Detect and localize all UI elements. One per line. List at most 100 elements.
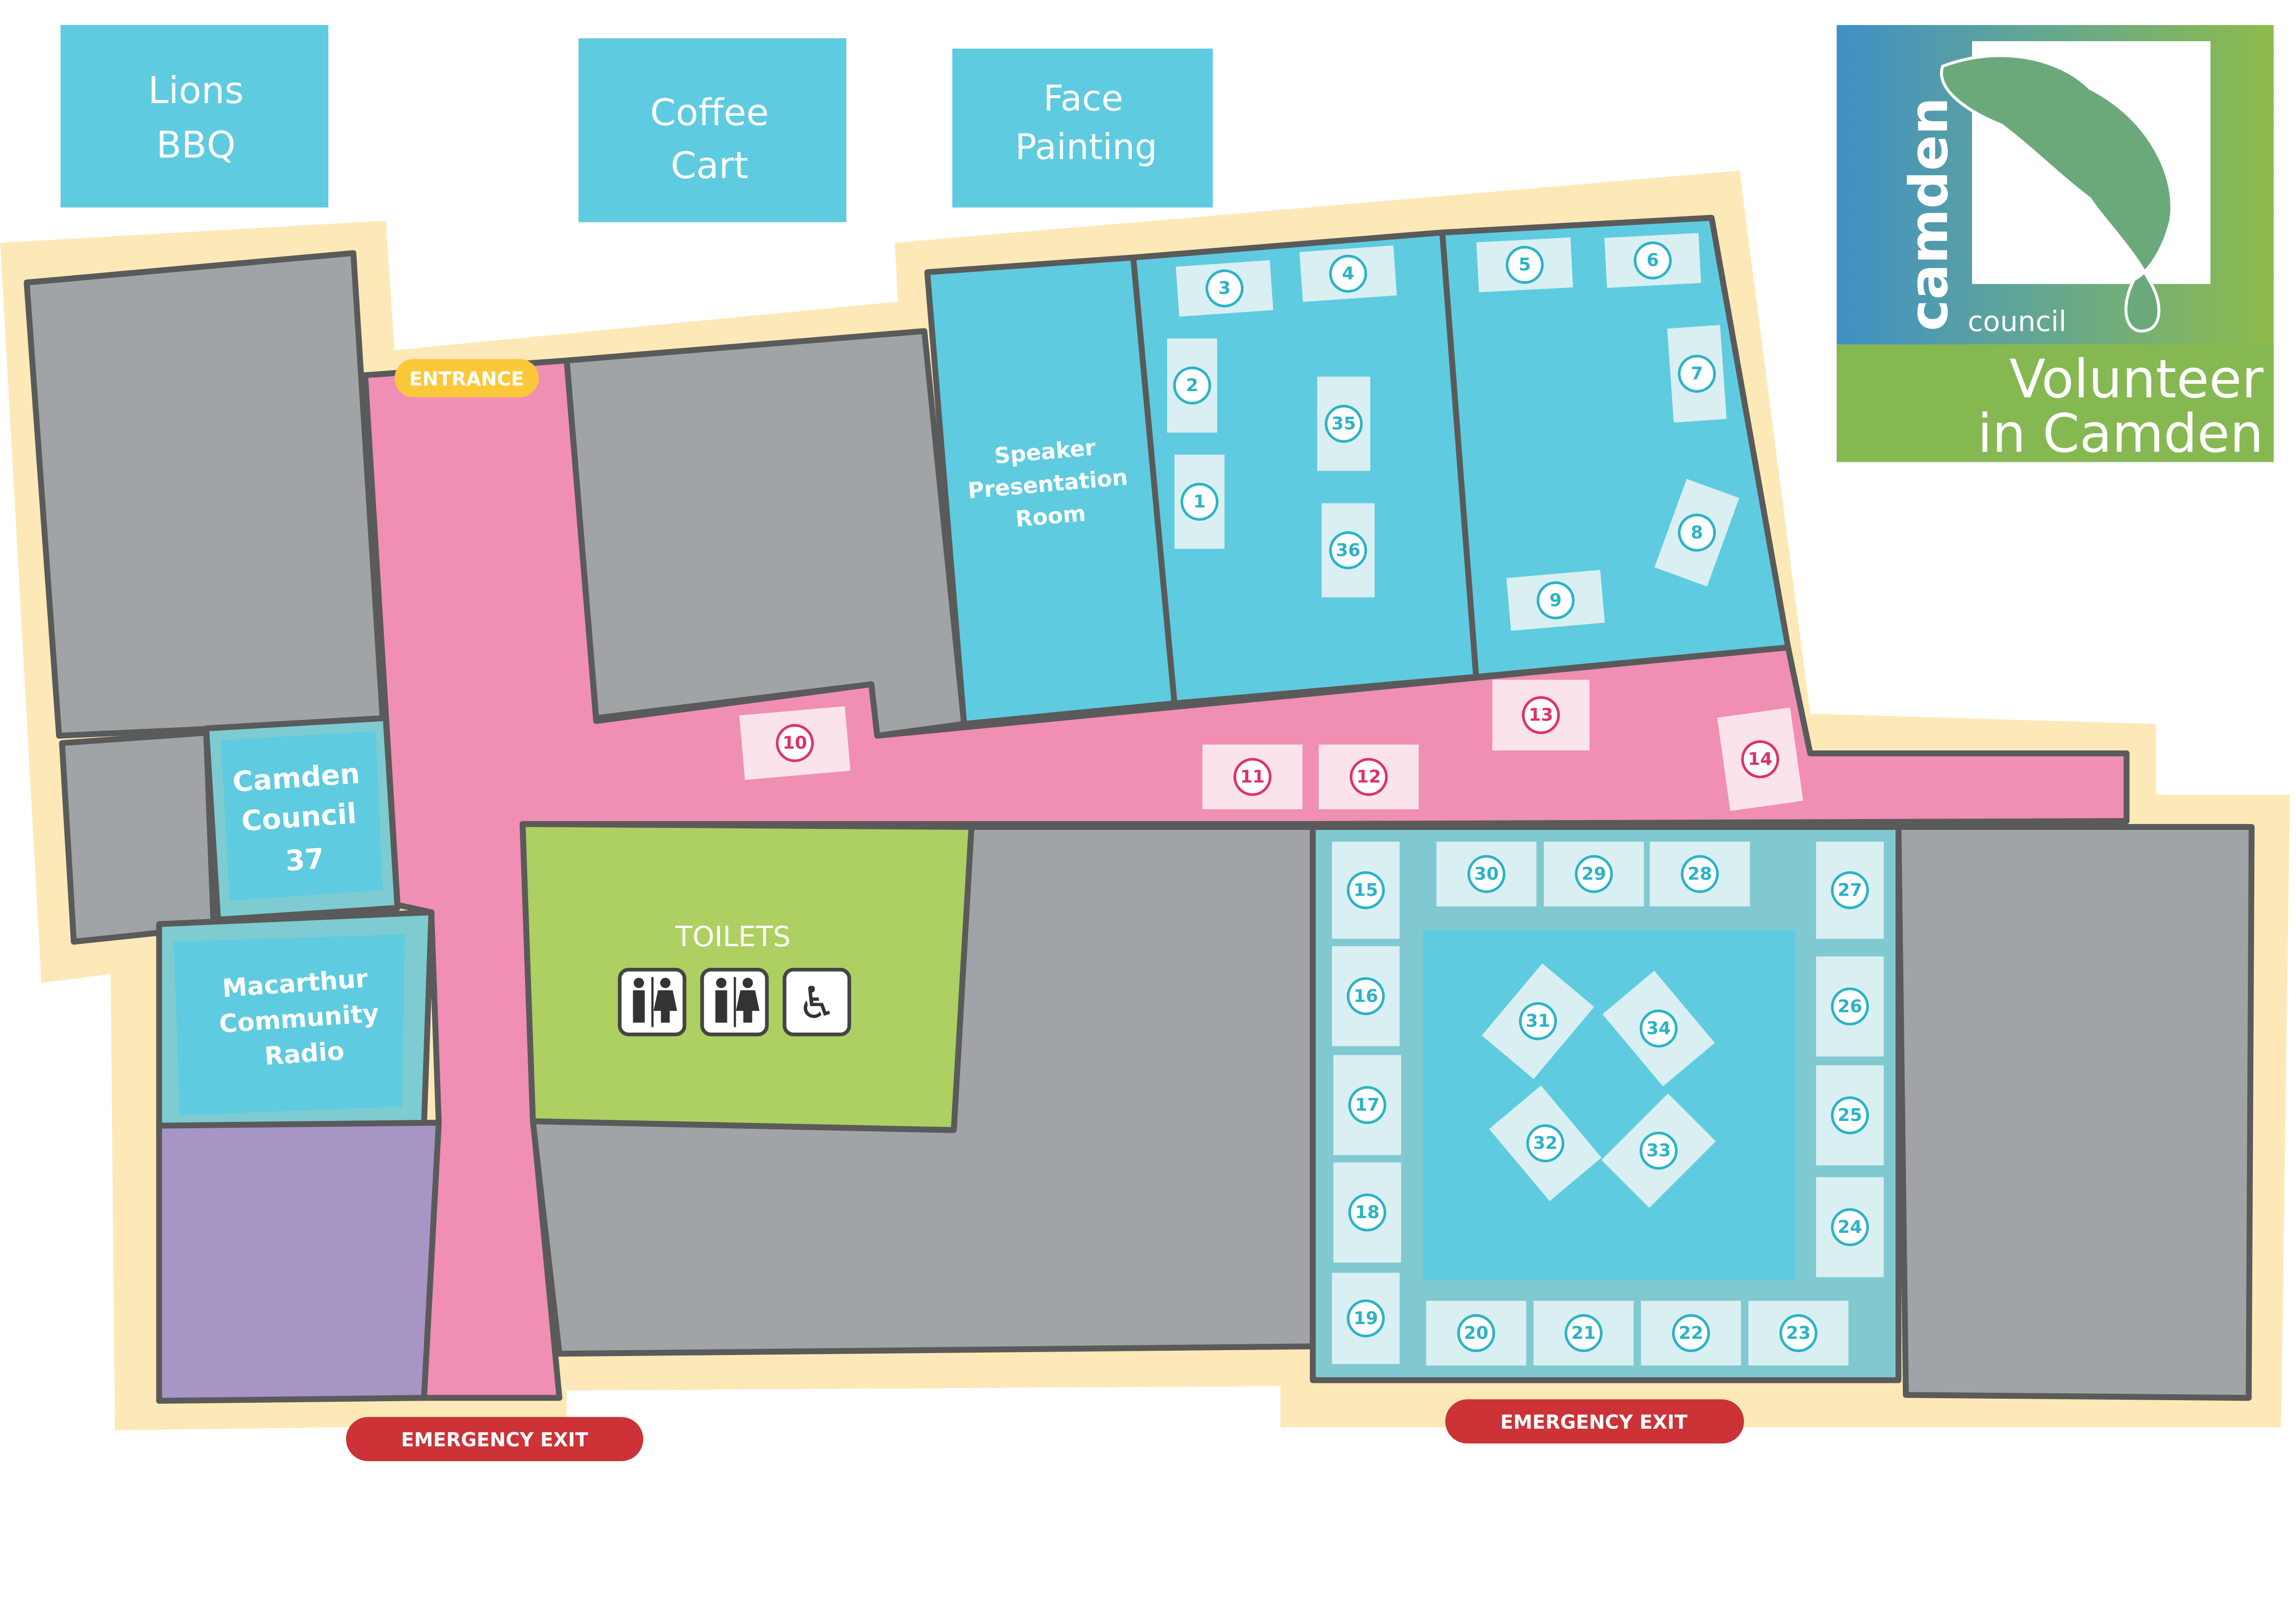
stall-8: 8 [1654,479,1739,586]
stall-number: 15 [1354,880,1378,900]
emergency-exit-label: EMERGENCY EXIT [1500,1411,1688,1434]
stall-number: 19 [1354,1308,1378,1329]
coffee-cart-line: Coffee [650,91,769,134]
stall-number: 22 [1679,1323,1703,1343]
stall-marker [1173,366,1211,405]
stall-number: 20 [1464,1323,1489,1343]
stall-marker [775,724,814,762]
speaker-label-line: Room [1015,500,1087,532]
entrance-badge: ENTRANCE [394,359,539,398]
stall-number: 31 [1525,1011,1550,1031]
room-camden-council-inner [221,731,383,901]
stall-6: 6 [1604,233,1701,288]
stall-17: 17 [1333,1055,1401,1155]
stall-30: 30 [1436,841,1537,906]
stall-22: 22 [1641,1301,1741,1366]
stall-23: 23 [1748,1301,1849,1366]
stall-4: 4 [1299,245,1397,302]
stall-21: 21 [1533,1301,1634,1366]
stall-number: 21 [1571,1323,1596,1343]
toilets-label: TOILETS [675,921,791,953]
stall-marker [1639,1131,1678,1170]
stall-33: 33 [1601,1093,1716,1208]
stall-number: 13 [1528,705,1553,725]
stall-15: 15 [1332,841,1400,939]
room-gray-left-small [59,730,217,945]
stall-marker [1467,855,1506,893]
stall-marker [1575,855,1613,893]
stall-marker [1205,269,1244,308]
stall-19: 19 [1332,1273,1400,1364]
stall-marker [1522,696,1560,734]
main-hall-center [1423,930,1796,1280]
stall-marker [1329,254,1367,293]
stall-2: 2 [1167,338,1217,433]
stall-marker [1672,1314,1710,1353]
camden-council-label: Camden Council 37 [232,757,361,878]
stall-marker [1350,758,1388,796]
stall-number: 17 [1355,1095,1380,1115]
stall-number: 27 [1838,880,1862,900]
stall-20: 20 [1426,1301,1526,1366]
face-painting-sign: Face Painting [952,48,1213,208]
lions-bbq-line: Lions [148,69,244,112]
stall-marker [1779,1314,1817,1353]
stall-marker [1831,987,1869,1026]
stall-marker [1347,977,1385,1015]
stall-marker [1347,871,1385,909]
face-painting-line: Painting [1015,126,1157,167]
camden-label-line: Council [240,798,358,838]
stall-marker [1348,1086,1387,1124]
stall-14: 14 [1717,707,1803,811]
face-painting-line: Face [1043,78,1123,119]
stall-12: 12 [1318,745,1419,810]
coffee-cart-line: Cart [670,144,748,187]
stall-number: 18 [1355,1202,1380,1223]
stall-marker [1526,1124,1565,1163]
stall-26: 26 [1816,956,1884,1057]
stall-marker [1639,1010,1678,1048]
stall-number: 1 [1193,492,1205,512]
stall-number: 33 [1646,1141,1671,1161]
stall-34: 34 [1602,970,1715,1087]
lions-bbq-sign: Lions BBQ [60,25,329,208]
room-gray-mid-top [563,328,967,739]
stall-9: 9 [1506,570,1605,631]
stall-29: 29 [1544,841,1644,906]
stall-marker [1329,531,1367,569]
emergency-exit-left: EMERGENCY EXIT [346,1417,643,1462]
logo-tagline: Volunteer [2009,349,2264,410]
coffee-cart-sign: Coffee Cart [578,38,847,222]
radio-label-line: Radio [264,1037,345,1071]
stall-16: 16 [1332,946,1400,1046]
entrance-label: ENTRANCE [409,369,524,391]
stall-number: 25 [1838,1105,1862,1125]
stall-1: 1 [1174,454,1225,549]
stall-number: 12 [1357,767,1381,787]
stall-number: 30 [1474,864,1499,884]
stall-28: 28 [1650,841,1750,906]
stall-number: 14 [1748,749,1772,770]
toilet-icons: ♿ [617,968,852,1037]
stall-35: 35 [1317,376,1370,471]
stall-marker [1519,1002,1557,1040]
accessible-toilet-icon: ♿ [782,968,852,1037]
stall-marker [1347,1299,1385,1338]
stall-marker [1536,581,1575,619]
stall-24: 24 [1816,1177,1884,1277]
stall-marker [1831,1208,1869,1247]
stall-marker [1325,404,1363,443]
stall-number: 23 [1786,1323,1811,1343]
stall-marker [1180,482,1219,521]
stall-number: 24 [1838,1217,1862,1237]
room-gray-right [1896,824,2255,1401]
stall-marker [1831,871,1869,909]
stall-number: 28 [1687,864,1712,884]
room-purple [156,1119,442,1404]
stall-marker [1633,241,1672,280]
stall-marker [1741,740,1779,778]
svg-text:♿: ♿ [797,978,837,1029]
stall-number: 4 [1342,264,1354,284]
